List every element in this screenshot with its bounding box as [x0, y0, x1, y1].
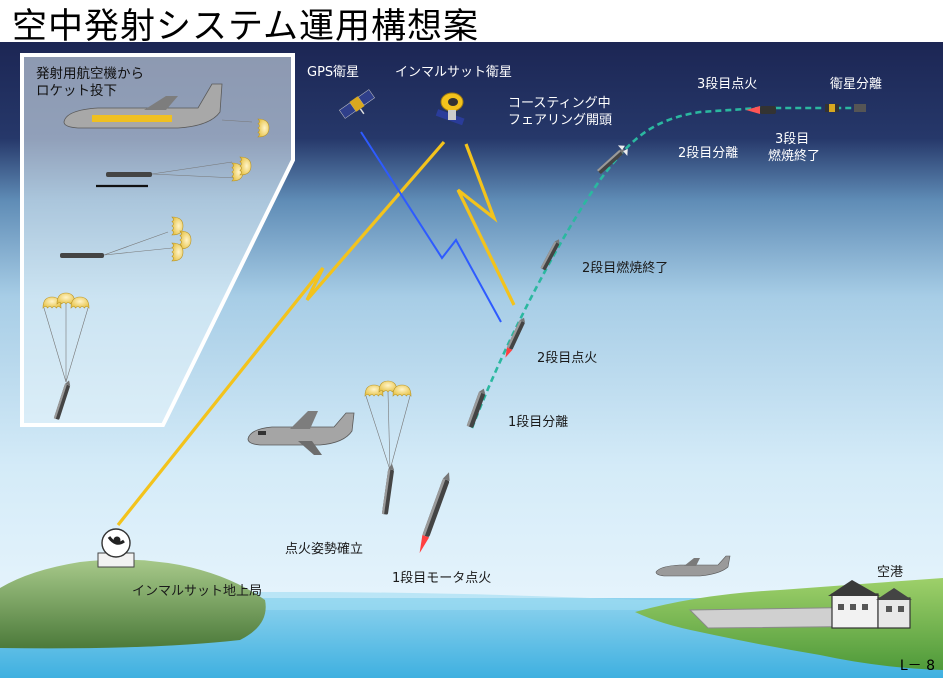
inset-label-line1: 発射用航空機から: [36, 66, 144, 82]
inset-rocket-drop-2: [60, 216, 192, 262]
rocket-attitude-parachute: [364, 380, 412, 515]
inset-label: 発射用航空機から ロケット投下: [36, 66, 144, 100]
rocket-first-motor-ignition: [419, 471, 453, 554]
ground-station-antenna-icon: [97, 528, 135, 568]
rocket-coasting-fairing: [596, 145, 628, 175]
label-second-ignition: 2段目点火: [537, 351, 598, 366]
label-first-motor-ignition: 1段目モータ点火: [392, 571, 492, 586]
label-satellite-separation: 衛星分離: [830, 77, 883, 92]
ground-station-hill: [0, 559, 266, 649]
page-title: 空中発射システム運用構想案: [12, 7, 479, 47]
label-airport: 空港: [877, 565, 904, 580]
inset-label-line2: ロケット投下: [36, 83, 117, 99]
label-coasting-line2: フェアリング開頭: [508, 113, 613, 128]
label-attitude-established: 点火姿勢確立: [285, 542, 364, 557]
launch-aircraft-icon: [247, 411, 355, 455]
label-coasting-line1: コースティング中: [508, 96, 611, 111]
label-gps-satellite: GPS衛星: [307, 65, 360, 80]
label-inmarsat-satellite: インマルサット衛星: [395, 65, 513, 80]
drop-sequence-inset: [20, 53, 295, 427]
link-ground-to-inmarsat: [116, 140, 446, 526]
airport-building: [828, 580, 912, 629]
inset-rocket-drop-3: [42, 292, 90, 420]
label-third-ignition: 3段目点火: [697, 77, 758, 92]
page-number: L－ 8: [899, 658, 935, 674]
airport-plane-icon: [655, 555, 731, 577]
inset-rocket-drop-1: [96, 156, 252, 188]
inset-carrier-aircraft-icon: [63, 83, 270, 138]
satellite-separation-payload: [825, 104, 866, 112]
rocket-third-ignition: [746, 106, 776, 114]
label-ground-station: インマルサット地上局: [132, 584, 263, 599]
inmarsat-satellite-icon: [435, 92, 465, 126]
link-gps-to-rocket: [360, 131, 502, 323]
label-second-burnout: 2段目燃焼終了: [582, 261, 669, 276]
rocket-trajectory: [470, 106, 860, 429]
link-inmarsat-to-rocket: [456, 143, 516, 306]
label-third-burnout-line2: 燃焼終了: [768, 149, 821, 164]
label-third-burnout-line1: 3段目: [775, 132, 810, 147]
label-first-separation: 1段目分離: [508, 415, 569, 430]
rocket-second-ignition: [505, 316, 527, 358]
label-second-separation: 2段目分離: [678, 146, 739, 161]
gps-satellite-icon: [339, 89, 375, 119]
